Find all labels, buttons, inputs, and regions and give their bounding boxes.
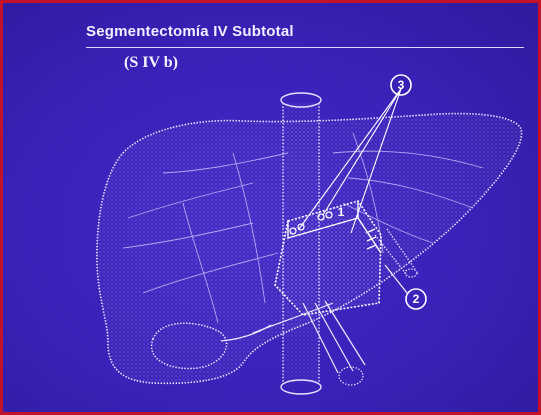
callout-2-label: 2: [413, 292, 420, 306]
callout-3: 3: [391, 75, 411, 95]
callout-2: 2: [406, 289, 426, 309]
callout-3-label: 3: [398, 78, 405, 92]
callout-1: 1: [338, 205, 345, 219]
liver-diagram: 1 2 3: [3, 3, 538, 412]
callout-1-label: 1: [338, 205, 345, 219]
